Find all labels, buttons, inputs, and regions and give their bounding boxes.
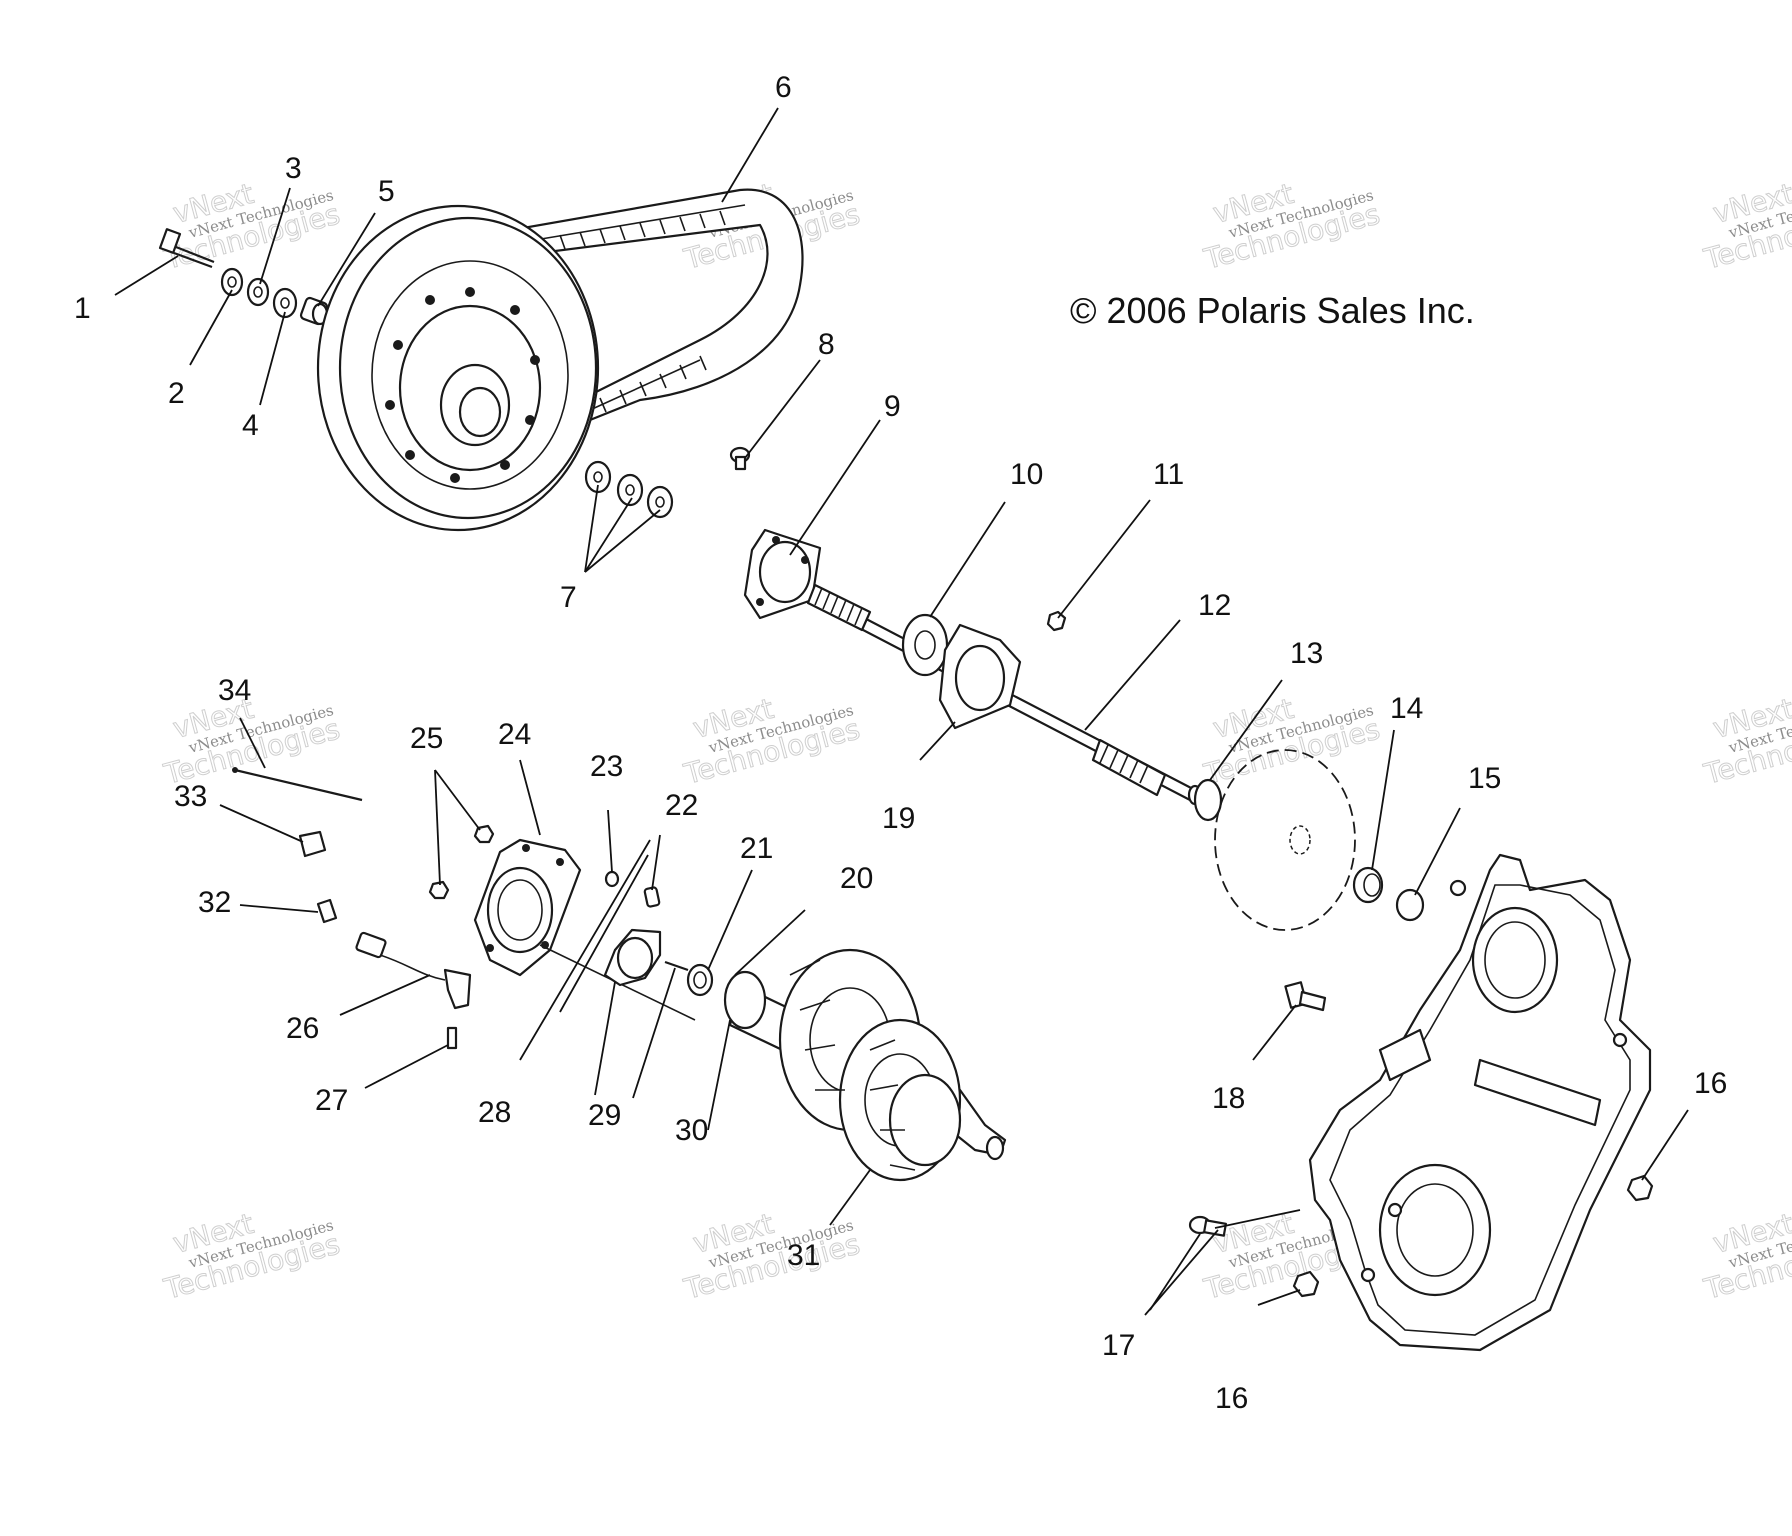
callout-17: 17 [1102, 1329, 1135, 1362]
callout-2: 2 [168, 377, 185, 410]
bearing-plate-19 [938, 623, 1022, 730]
nut-16-right [1626, 1174, 1654, 1202]
bolt-1-drawing [158, 228, 215, 269]
driven-pulley-outline [1214, 749, 1356, 931]
callout-32: 32 [198, 886, 231, 919]
callout-22: 22 [665, 789, 698, 822]
callout-27: 27 [315, 1084, 348, 1117]
screw-29 [664, 960, 689, 972]
callout-4: 4 [242, 409, 259, 442]
callout-34: 34 [218, 674, 251, 707]
callout-18: 18 [1212, 1082, 1245, 1115]
bearing-cover-24 [473, 838, 696, 1021]
callout-9: 9 [884, 390, 901, 423]
oring-15 [1395, 888, 1425, 922]
bolt-17 [1188, 1215, 1227, 1237]
callout-7: 7 [560, 581, 577, 614]
gear-21 [686, 963, 714, 997]
callout-13: 13 [1290, 637, 1323, 670]
pin-22 [643, 886, 661, 908]
callout-19: 19 [882, 802, 915, 835]
callout-25: 25 [410, 722, 443, 755]
drive-clutch-pulley [316, 204, 600, 532]
callout-26: 26 [286, 1012, 319, 1045]
clip-33 [298, 830, 327, 858]
callout-28: 28 [478, 1096, 511, 1129]
callout-23: 23 [590, 750, 623, 783]
washers-2-3-4 [220, 267, 298, 319]
callout-11: 11 [1153, 458, 1184, 491]
nut-11 [1046, 610, 1067, 632]
callout-16: 16 [1694, 1067, 1727, 1100]
callout-3: 3 [285, 152, 302, 185]
callout-21: 21 [740, 832, 773, 865]
leader-lines [114, 107, 1689, 1316]
wire-34 [232, 767, 363, 802]
callout-14: 14 [1390, 692, 1423, 725]
circlip-13 [1193, 778, 1223, 822]
callout-16: 16 [1215, 1382, 1248, 1415]
callout-6: 6 [775, 71, 792, 104]
callout-24: 24 [498, 718, 531, 751]
callout-33: 33 [174, 780, 207, 813]
drive-belt-6 [498, 188, 804, 422]
callout-20: 20 [840, 862, 873, 895]
driveshaft-sprockets [723, 948, 1007, 1182]
callout-29: 29 [588, 1099, 621, 1132]
bolt-18 [1284, 981, 1327, 1012]
chaincase-housing [1308, 853, 1652, 1352]
bearing-plate-9 [743, 528, 822, 620]
gasket-28 [603, 928, 662, 987]
callout-31: 31 [787, 1239, 820, 1272]
washers-7 [584, 460, 674, 519]
callout-1: 1 [74, 292, 91, 325]
callout-labels: 1 2 3 4 5 6 7 8 9 10 11 12 13 14 15 16 1… [74, 71, 1727, 1415]
callout-10: 10 [1010, 458, 1043, 491]
seal-14 [1352, 866, 1384, 904]
callout-8: 8 [818, 328, 835, 361]
screw-8 [729, 446, 751, 471]
callout-30: 30 [675, 1114, 708, 1147]
copyright-notice: © 2006 Polaris Sales Inc. [1070, 290, 1475, 331]
screw-27 [446, 1026, 458, 1050]
callout-5: 5 [378, 175, 395, 208]
part-drawings [158, 188, 1654, 1352]
nut-23 [604, 870, 620, 888]
callout-12: 12 [1198, 589, 1231, 622]
clip-32 [316, 898, 338, 924]
speed-sensor-26 [355, 931, 472, 1010]
callout-15: 15 [1468, 762, 1501, 795]
